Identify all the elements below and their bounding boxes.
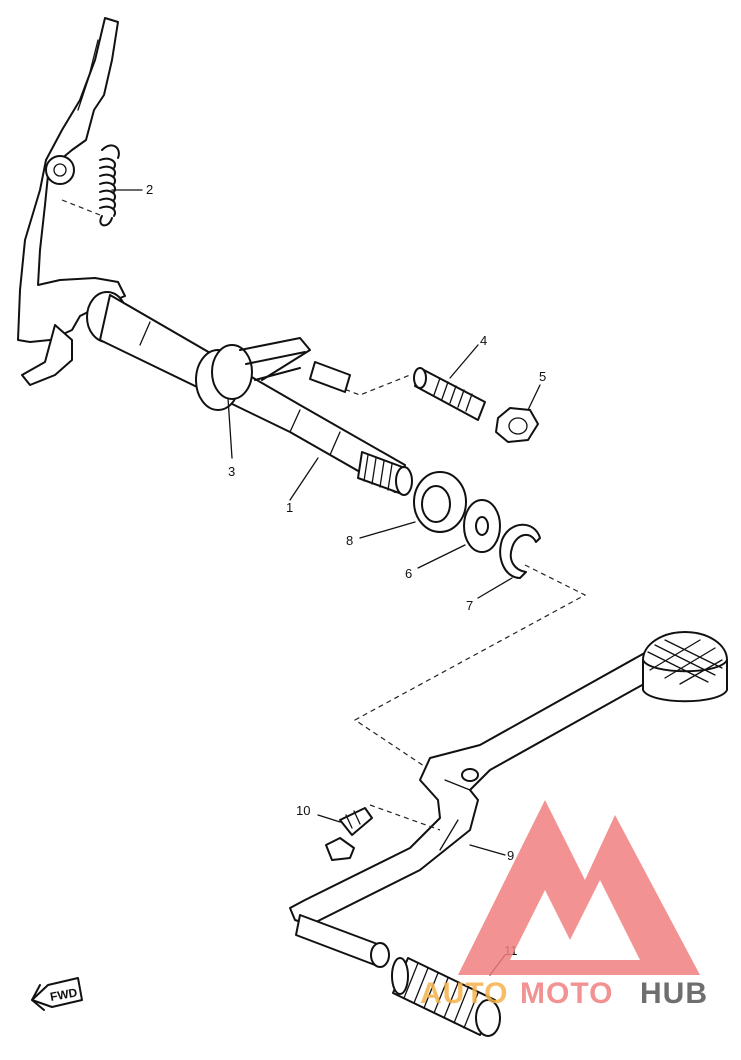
- callout-5: 5: [539, 369, 546, 384]
- fwd-label: FWD: [49, 985, 79, 1004]
- part-circlip: [353, 523, 587, 771]
- watermark-hub: HUB: [640, 977, 708, 1010]
- part-rubber-grip: [391, 957, 501, 1037]
- leader-lines: [111, 189, 541, 976]
- callout-10: 10: [296, 803, 310, 818]
- part-shaft-assembly: [17, 17, 413, 496]
- part-spring: [61, 144, 120, 227]
- callout-8: 8: [346, 533, 353, 548]
- part-oil-seal: [413, 471, 467, 533]
- part-stud-bolt: [309, 361, 486, 421]
- part-brake-pedal: [289, 631, 728, 968]
- callout-3: 3: [228, 464, 235, 479]
- callout-1: 1: [286, 500, 293, 515]
- watermark-triangle-icon: [458, 800, 700, 975]
- callout-4: 4: [480, 333, 487, 348]
- direction-marker: FWD: [31, 977, 83, 1011]
- callout-6: 6: [405, 566, 412, 581]
- watermark: AUTO MOTO HUB: [420, 800, 708, 1010]
- watermark-auto: AUTO: [420, 977, 508, 1010]
- watermark-moto: MOTO: [520, 977, 613, 1010]
- callout-2: 2: [146, 182, 153, 197]
- part-collar-spring: [195, 337, 311, 411]
- callout-9: 9: [507, 848, 514, 863]
- part-bolt: [325, 804, 441, 861]
- part-washer: [463, 499, 501, 553]
- part-nut: [495, 407, 539, 443]
- callout-7: 7: [466, 598, 473, 613]
